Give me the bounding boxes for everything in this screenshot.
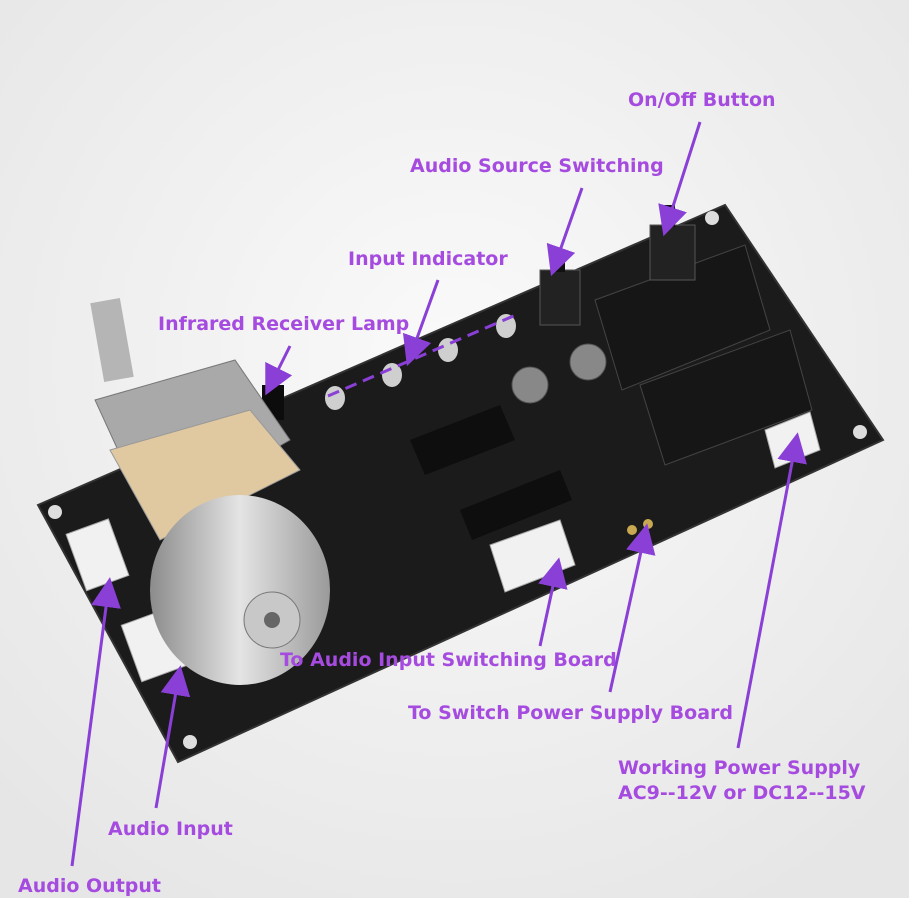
label-input-indicator: Input Indicator: [348, 248, 508, 270]
arrow-on-off: [658, 121, 702, 237]
arrow-audio-output: [70, 577, 121, 867]
arrow-power-supply: [736, 432, 807, 749]
label-source-switching: Audio Source Switching: [410, 155, 664, 177]
arrow-input-indicator: [402, 279, 440, 367]
label-ir-receiver: Infrared Receiver Lamp: [158, 313, 410, 335]
label-on-off: On/Off Button: [628, 89, 776, 111]
arrow-source-switching: [546, 187, 584, 277]
label-audio-output: Audio Output: [18, 875, 161, 897]
arrow-power-board: [608, 523, 656, 693]
arrow-input-board: [538, 557, 568, 647]
input-switch-connector: [489, 519, 576, 593]
indicator-leds: [325, 314, 516, 410]
power-button: [649, 224, 696, 281]
source-switch-button: [539, 269, 581, 326]
volume-potentiometer: [90, 298, 330, 685]
label-power-voltage: AC9--12V or DC12--15V: [618, 782, 866, 804]
label-power-supply: Working Power Supply: [618, 757, 861, 779]
label-audio-input: Audio Input: [108, 818, 233, 840]
arrow-audio-input: [154, 665, 191, 809]
label-to-input-board: To Audio Input Switching Board: [280, 649, 617, 671]
label-to-power-board: To Switch Power Supply Board: [408, 702, 733, 724]
arrow-ir-receiver: [265, 345, 293, 396]
